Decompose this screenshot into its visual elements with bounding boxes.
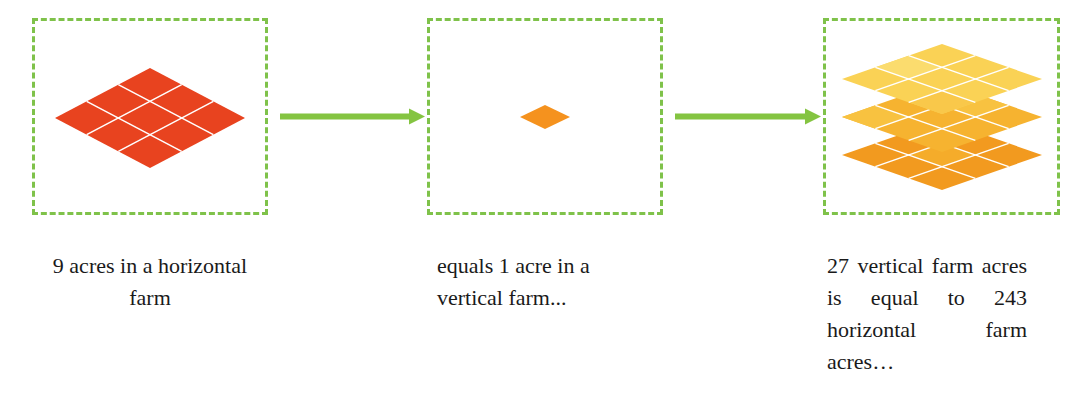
farm-panel: 27 vertical farm acres is equal to 243 h…	[823, 18, 1060, 215]
farm-panel: 9 acres in a horizontal farm	[32, 18, 268, 215]
caption: 9 acres in a horizontal farm	[47, 250, 253, 314]
stack-layer	[842, 82, 1042, 152]
dashed-frame	[427, 18, 663, 215]
caption-text: 9 acres in a horizontal farm	[47, 250, 253, 314]
farm-panel: equals 1 acre in a vertical farm...	[427, 18, 663, 215]
caption-text: equals 1 acre in a vertical farm...	[437, 250, 647, 314]
stack-layer	[842, 44, 1042, 114]
flow-arrow	[675, 114, 805, 120]
dashed-frame	[32, 18, 268, 215]
caption: equals 1 acre in a vertical farm...	[437, 250, 647, 314]
caption-text: 27 vertical farm acres is equal to 243 h…	[827, 250, 1027, 378]
horizontal-field	[55, 68, 245, 168]
vertical-plot	[520, 105, 570, 129]
flow-arrow	[280, 114, 409, 120]
caption: 27 vertical farm acres is equal to 243 h…	[827, 250, 1027, 378]
dashed-frame	[823, 18, 1060, 215]
